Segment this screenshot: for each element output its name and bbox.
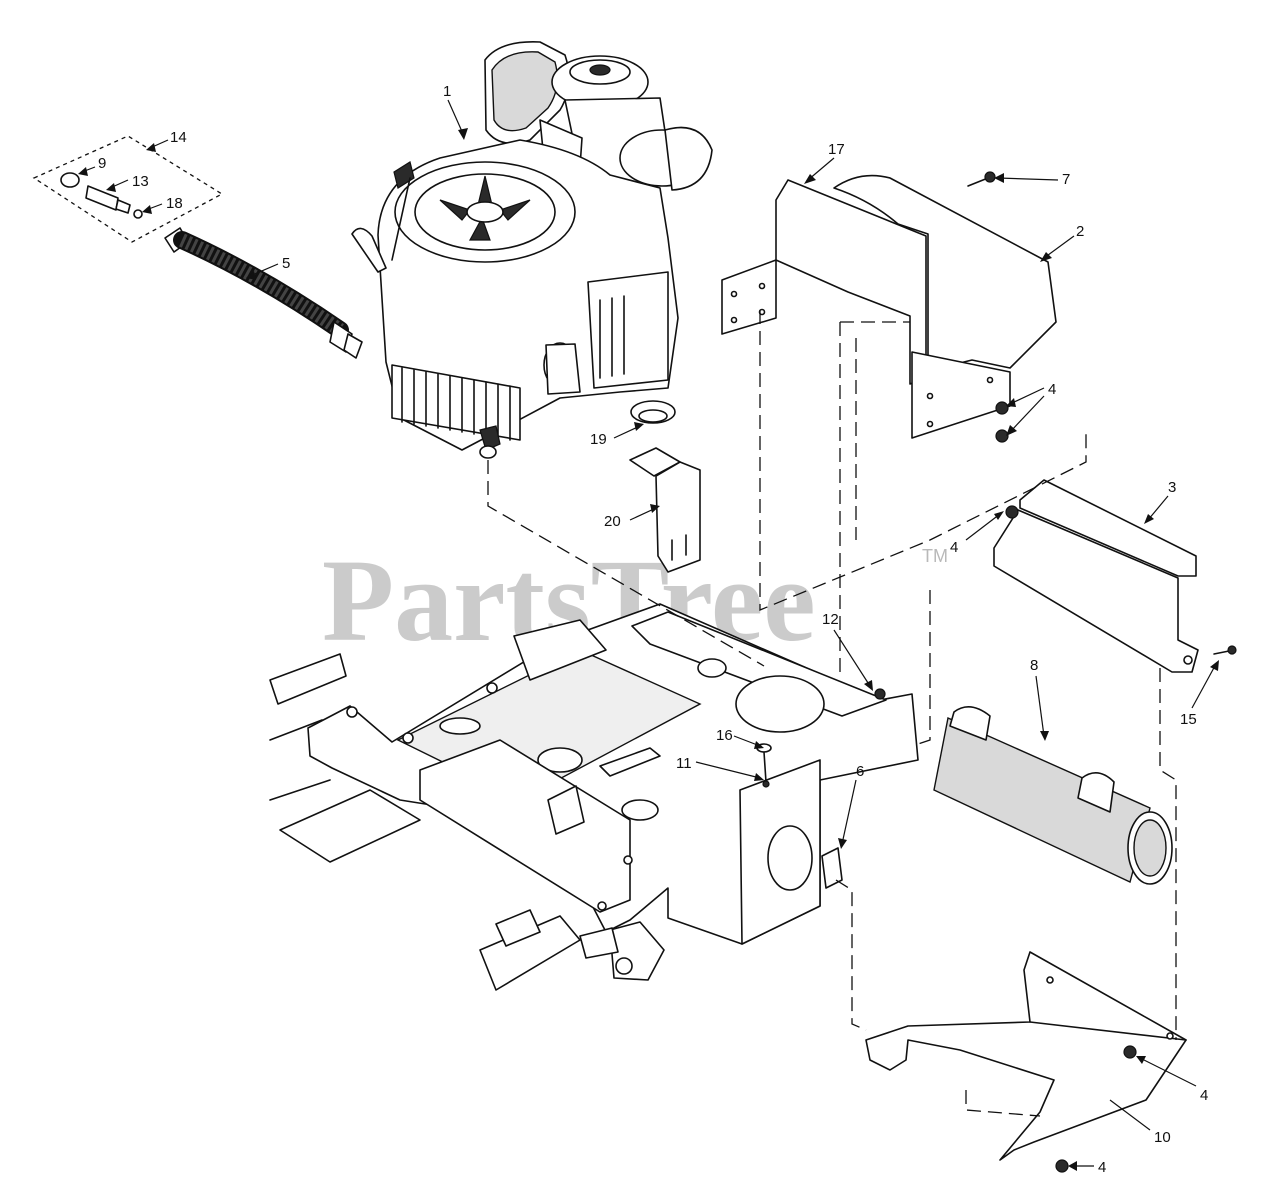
engine-shroud	[833, 171, 1057, 443]
callout-13: 13	[132, 173, 149, 190]
callout-14: 14	[170, 129, 187, 146]
callout-20: 20	[604, 513, 621, 530]
callout-18: 18	[166, 195, 183, 212]
muffler	[933, 706, 1173, 885]
callout-4: 4	[1048, 381, 1056, 398]
callout-9: 9	[98, 155, 106, 172]
assembly-guide-lines	[487, 310, 1177, 1117]
callout-4: 4	[950, 539, 958, 556]
heat-shield	[721, 179, 927, 385]
callout-7: 7	[1062, 171, 1070, 188]
callout-6: 6	[856, 763, 864, 780]
callout-17: 17	[828, 141, 845, 158]
callout-15: 15	[1180, 711, 1197, 728]
callout-5: 5	[282, 255, 290, 272]
callout-1: 1	[443, 83, 451, 100]
leader-lines	[78, 99, 1219, 1171]
callout-2: 2	[1076, 223, 1084, 240]
callout-11: 11	[676, 755, 692, 772]
callout-labels: 1 14 9 13 18 5 17 7 2 4 19 20 3 4 12 15 …	[98, 83, 1208, 1176]
callout-10: 10	[1154, 1129, 1171, 1146]
callout-3: 3	[1168, 479, 1176, 496]
callout-12: 12	[822, 611, 839, 628]
callout-16: 16	[716, 727, 733, 744]
engine	[351, 41, 713, 459]
oil-drain-kit	[32, 135, 224, 243]
callout-4: 4	[1200, 1087, 1208, 1104]
gasket-and-bracket	[629, 400, 701, 573]
bottom-shield-plate	[865, 951, 1187, 1173]
oil-drain-hose	[164, 227, 363, 359]
callout-4: 4	[1098, 1159, 1106, 1176]
callout-19: 19	[590, 431, 607, 448]
callout-8: 8	[1030, 657, 1038, 674]
mounting-bracket	[993, 479, 1237, 673]
watermark-trademark: TM	[922, 546, 948, 566]
chassis-frame	[269, 603, 919, 991]
